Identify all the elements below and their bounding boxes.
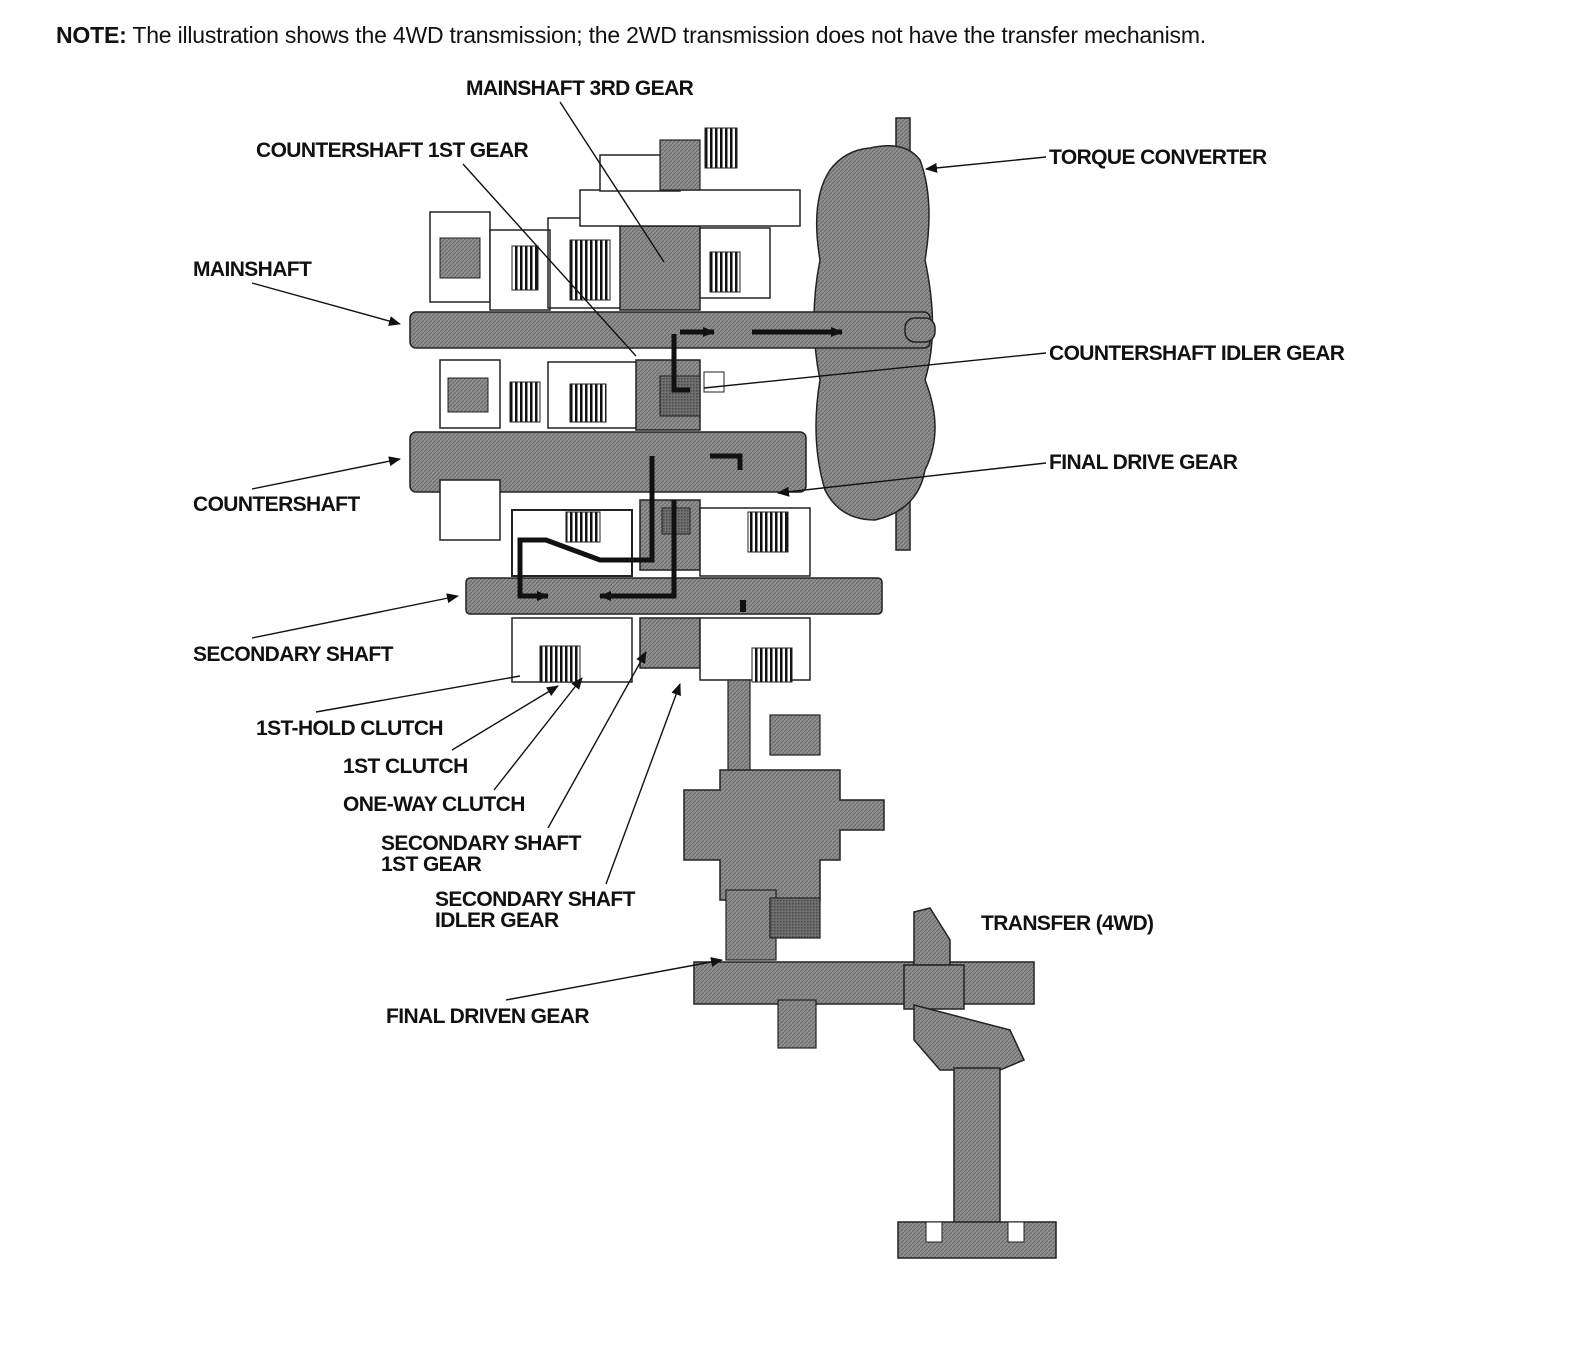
label-secondary-shaft-1st-gear: SECONDARY SHAFT 1ST GEAR bbox=[381, 832, 581, 876]
label-one-way-clutch: ONE-WAY CLUTCH bbox=[343, 793, 525, 816]
mainshaft-assembly bbox=[409, 127, 936, 349]
label-transfer-4wd: TRANSFER (4WD) bbox=[981, 912, 1154, 935]
label-countershaft-1st-gear: COUNTERSHAFT 1ST GEAR bbox=[256, 139, 529, 162]
countershaft-assembly bbox=[409, 359, 807, 541]
label-final-driven-gear: FINAL DRIVEN GEAR bbox=[386, 1005, 590, 1028]
power-flow-path bbox=[517, 327, 843, 601]
label-mainshaft: MAINSHAFT bbox=[193, 258, 312, 281]
differential-assembly bbox=[683, 679, 1035, 1049]
label-1st-hold-clutch: 1ST-HOLD CLUTCH bbox=[256, 717, 444, 740]
note-text: NOTE: The illustration shows the 4WD tra… bbox=[56, 22, 1206, 48]
label-secondary-shaft-idler-gear: SECONDARY SHAFT IDLER GEAR bbox=[435, 888, 635, 932]
label-1st-clutch: 1ST CLUTCH bbox=[343, 755, 468, 778]
label-mainshaft-3rd-gear: MAINSHAFT 3RD GEAR bbox=[466, 77, 694, 100]
label-torque-converter: TORQUE CONVERTER bbox=[1049, 146, 1267, 169]
label-final-drive-gear: FINAL DRIVE GEAR bbox=[1049, 451, 1238, 474]
label-countershaft: COUNTERSHAFT bbox=[193, 493, 360, 516]
label-countershaft-idler-gear: COUNTERSHAFT IDLER GEAR bbox=[1049, 342, 1345, 365]
transfer-assembly bbox=[897, 907, 1057, 1259]
label-secondary-shaft: SECONDARY SHAFT bbox=[193, 643, 393, 666]
leader-lines bbox=[251, 101, 1047, 1001]
